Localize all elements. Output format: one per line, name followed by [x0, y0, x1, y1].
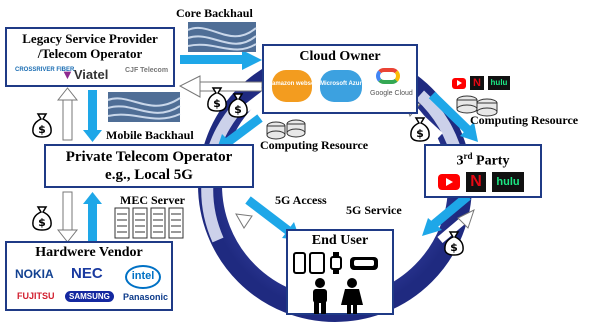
money-bag-icon: $ — [410, 117, 430, 142]
money-bag-icon: $ — [32, 206, 52, 231]
hardware-vendor-title: Hardwere Vendor — [35, 245, 143, 260]
google-cloud-icon — [376, 64, 400, 86]
service-arrow-grey — [437, 209, 475, 244]
svg-text:$: $ — [38, 123, 46, 136]
youtube-icon — [438, 174, 460, 190]
aws-logo: amazon webservices — [272, 70, 332, 102]
money-bag-icon: $ — [228, 93, 248, 118]
person-male-icon — [313, 278, 327, 314]
smartphone-icon — [293, 252, 306, 274]
5g-service-label: 5G Service — [346, 203, 402, 217]
computing-resource-right-label: Computing Resource — [470, 113, 579, 127]
legacy-provider-box: Legacy Service Provider /Telecom Operato… — [5, 27, 175, 87]
money-bag-icon: $ — [207, 87, 227, 112]
fujitsu-logo: FUJITSU — [17, 291, 55, 301]
money-bag-icon: $ — [444, 231, 464, 256]
private-operator-box: Private Telecom Operator e.g., Local 5G — [44, 144, 254, 188]
svg-text:$: $ — [450, 241, 458, 254]
third-party-box: 3rd Party N hulu — [424, 144, 542, 198]
legacy-provider-subtitle: /Telecom Operator — [37, 46, 143, 61]
netflix-logo: N — [470, 76, 484, 90]
legacy-provider-title: Legacy Service Provider — [22, 31, 158, 46]
mobile-backhaul-cable-image — [107, 92, 181, 122]
core-backhaul-arrow-right — [180, 50, 262, 70]
private-operator-title: Private Telecom Operator — [65, 149, 233, 165]
crossriver-logo: CROSSRIVER FIBER — [15, 67, 75, 73]
person-female-icon — [341, 278, 363, 314]
svg-text:$: $ — [416, 127, 424, 140]
money-bag-icon: $ — [32, 113, 52, 138]
end-user-devices-icon — [293, 252, 378, 314]
mec-server-icon — [114, 207, 184, 239]
google-cloud-logo: Google Cloud — [370, 90, 413, 97]
5g-access-label: 5G Access — [275, 193, 327, 207]
tablet-icon — [309, 252, 325, 274]
smartwatch-icon — [330, 256, 342, 270]
cloud-owner-title: Cloud Owner — [299, 49, 381, 64]
hulu-logo: hulu — [492, 172, 524, 192]
cjf-logo: CJF Telecom — [125, 67, 169, 74]
access-arrow-grey — [235, 213, 273, 244]
hulu-logo: hulu — [488, 76, 510, 90]
nec-logo: NEC — [71, 265, 103, 282]
storage-icon-left — [266, 119, 306, 140]
netflix-logo: N — [466, 172, 486, 192]
panasonic-logo: Panasonic — [123, 292, 169, 302]
samsung-logo: SAMSUNG — [65, 291, 114, 302]
mec-server-label: MEC Server — [120, 193, 185, 207]
nokia-logo: NOKIA — [15, 267, 54, 281]
legacy-private-arrow-down — [83, 90, 102, 142]
svg-text:$: $ — [213, 97, 221, 110]
third-party-title: 3rd Party — [456, 151, 510, 169]
core-backhaul-cable-image — [187, 22, 257, 52]
vr-headset-icon — [350, 257, 378, 270]
viatel-logo: ▼Viatel — [61, 67, 109, 82]
legacy-private-arrow-up — [56, 87, 79, 141]
vendor-private-arrow-up — [83, 192, 102, 242]
private-operator-subtitle: e.g., Local 5G — [105, 167, 193, 183]
cloud-owner-box: Cloud Owner amazon webservices Microsoft… — [262, 44, 418, 114]
youtube-icon — [452, 78, 466, 89]
computing-resource-left-label: Computing Resource — [260, 138, 369, 152]
service-arrow-blue — [422, 192, 471, 236]
storage-icon-right — [456, 95, 498, 117]
end-user-title: End User — [311, 233, 369, 248]
mobile-backhaul-label: Mobile Backhaul — [106, 128, 194, 142]
hardware-vendor-box: Hardwere Vendor NOKIA NEC intel FUJITSU … — [5, 241, 173, 311]
vendor-private-arrow-down — [56, 191, 79, 243]
azure-logo: Microsoft Azure — [320, 70, 365, 102]
end-user-box: End User — [286, 229, 394, 315]
svg-text:$: $ — [38, 216, 46, 229]
intel-logo: intel — [125, 265, 161, 289]
cloud-third-arrow-blue — [428, 91, 478, 142]
svg-text:$: $ — [234, 103, 242, 116]
core-backhaul-label: Core Backhaul — [176, 6, 253, 20]
